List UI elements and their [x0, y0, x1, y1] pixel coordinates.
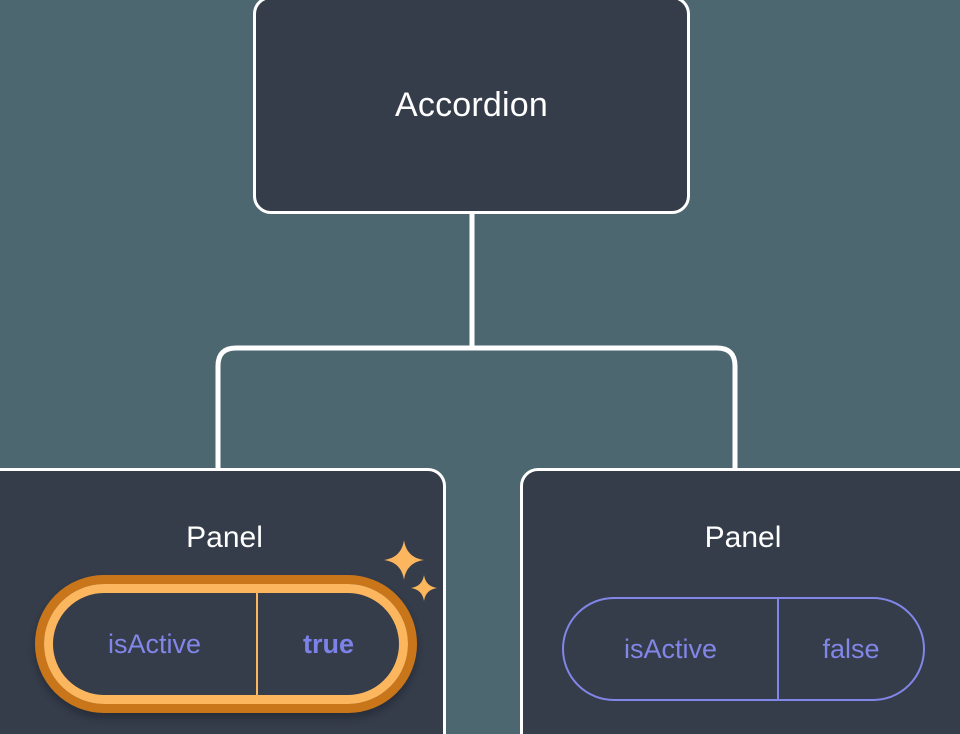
- node-accordion-label: Accordion: [395, 85, 548, 124]
- prop-key-label: isActive: [623, 633, 718, 664]
- prop-pill-isactive-true[interactable]: isActive true: [35, 575, 417, 713]
- node-accordion[interactable]: Accordion: [253, 0, 690, 214]
- prop-value-label: false: [777, 599, 923, 699]
- prop-value-label: true: [256, 593, 399, 695]
- node-panel-inactive-label: Panel: [704, 521, 782, 554]
- sparkle-icon: [411, 575, 437, 601]
- prop-key-label: isActive: [107, 628, 202, 659]
- pill-highlight-outer-ring: [35, 575, 417, 713]
- pill-highlight-inner-ring: [44, 584, 408, 704]
- node-panel-active[interactable]: Panel isActive true: [0, 468, 446, 734]
- node-panel-inactive[interactable]: Panel isActive false: [520, 468, 960, 734]
- pill-content: isActive true: [53, 593, 399, 695]
- sparkle-icon: [384, 540, 424, 580]
- prop-pill-isactive-false[interactable]: isActive false: [562, 597, 925, 701]
- panel-inactive-body: Panel isActive false: [523, 471, 960, 734]
- node-panel-active-label: Panel: [186, 521, 263, 554]
- panel-active-body: Panel isActive true: [0, 471, 443, 734]
